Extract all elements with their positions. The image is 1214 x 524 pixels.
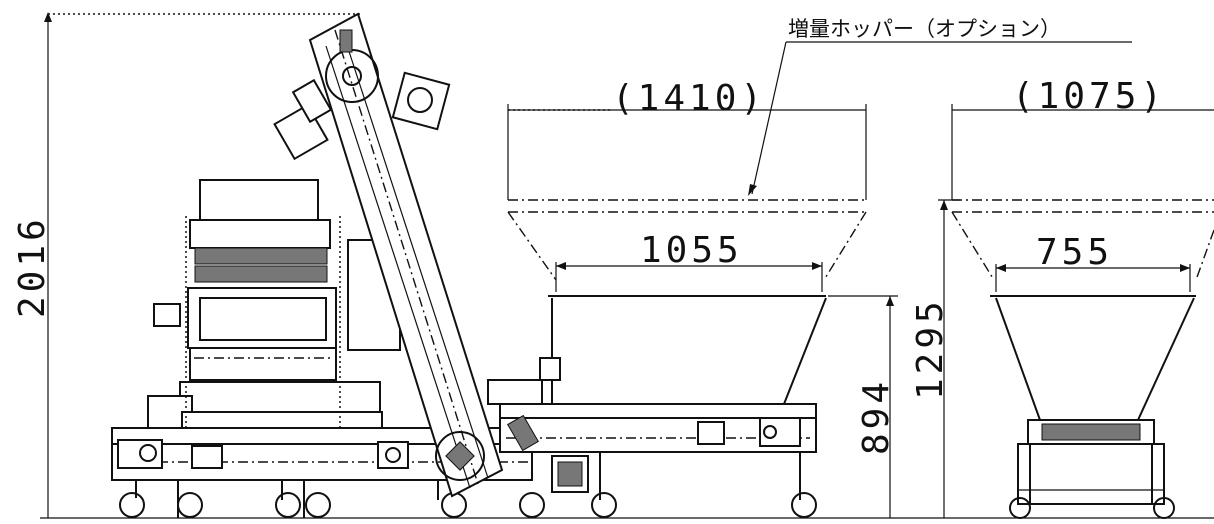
hopper-top-width-right: (1075) <box>1012 76 1166 117</box>
inclined-conveyor <box>273 12 504 498</box>
callout-label: 増量ホッパー（オプション） <box>788 17 1061 41</box>
hopper-height-right: 1295 <box>910 297 951 400</box>
crusher-body <box>147 179 401 430</box>
overall-height-dimension: 2016 <box>12 12 360 518</box>
height-dimension-1295: 1295 <box>910 199 960 518</box>
middle-base-frame <box>487 357 817 500</box>
hopper-height-left: 894 <box>856 378 897 455</box>
hopper-mid-width-left: 1055 <box>640 230 743 271</box>
right-hopper <box>951 104 1214 505</box>
overall-height-label: 2016 <box>12 215 53 318</box>
middle-casters <box>519 492 817 518</box>
hopper-top-width-left: (1410) <box>612 78 766 119</box>
hopper-mid-width-right: 755 <box>1036 232 1113 273</box>
option-hopper-callout: 増量ホッパー（オプション） <box>748 17 1132 196</box>
left-hopper <box>507 104 867 405</box>
right-casters <box>1009 497 1175 519</box>
height-dimension-894: 894 <box>828 295 898 518</box>
left-casters <box>119 492 467 518</box>
